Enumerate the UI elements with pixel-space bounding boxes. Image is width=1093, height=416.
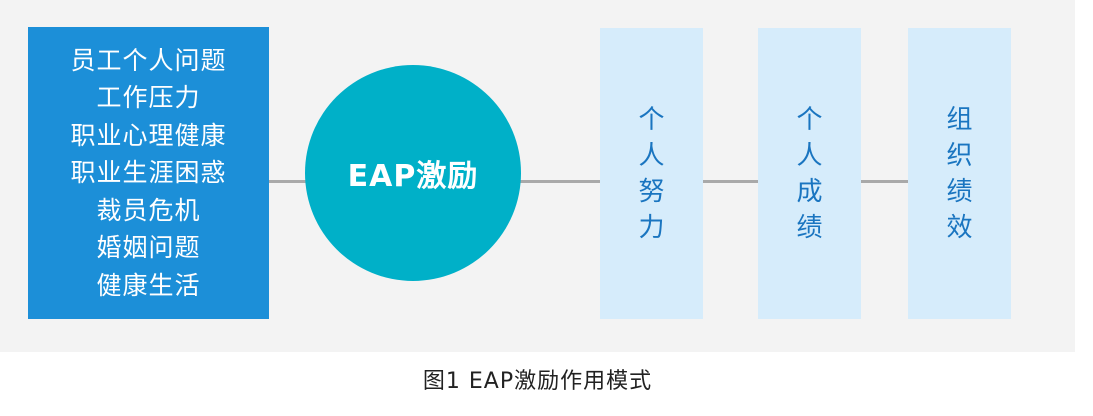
figure-caption: 图1 EAP激励作用模式 xyxy=(422,369,653,394)
connector-circle-to-effort xyxy=(518,180,602,183)
factors-box: 员工个人问题 工作压力 职业心理健康 职业生涯困惑 裁员危机 婚姻问题 健康生活 xyxy=(28,27,269,319)
connector-factors-to-circle xyxy=(269,180,309,183)
outcome-char: 人 xyxy=(796,140,823,171)
outcome-char: 个 xyxy=(796,104,823,135)
outcome-box-personal-performance: 个 人 成 绩 xyxy=(758,28,861,319)
factor-item: 职业心理健康 xyxy=(70,120,227,150)
outcome-char: 个 xyxy=(638,104,665,135)
eap-circle: EAP激励 xyxy=(305,65,521,281)
outcome-char: 人 xyxy=(638,140,665,171)
eap-circle-label: EAP激励 xyxy=(347,159,479,194)
outcome-char: 成 xyxy=(796,176,823,207)
outcome-char: 绩 xyxy=(796,212,823,243)
outcome-char: 力 xyxy=(638,212,665,243)
factor-item: 职业生涯困惑 xyxy=(70,158,227,188)
factor-item: 裁员危机 xyxy=(96,195,201,225)
factor-item: 员工个人问题 xyxy=(70,45,227,75)
factor-item: 健康生活 xyxy=(96,270,201,300)
diagram-panel: 员工个人问题 工作压力 职业心理健康 职业生涯困惑 裁员危机 婚姻问题 健康生活… xyxy=(0,0,1075,352)
outcome-char: 绩 xyxy=(946,176,973,207)
outcome-box-personal-effort: 个 人 努 力 xyxy=(600,28,703,319)
outcome-char: 努 xyxy=(638,176,665,207)
connector-effort-to-performance xyxy=(702,180,760,183)
outcome-char: 织 xyxy=(946,140,973,171)
connector-performance-to-org xyxy=(860,180,910,183)
outcome-char: 效 xyxy=(946,212,973,243)
factor-item: 婚姻问题 xyxy=(96,233,201,263)
factor-item: 工作压力 xyxy=(96,83,201,113)
outcome-char: 组 xyxy=(946,104,973,135)
outcome-box-organizational-performance: 组 织 绩 效 xyxy=(908,28,1011,319)
